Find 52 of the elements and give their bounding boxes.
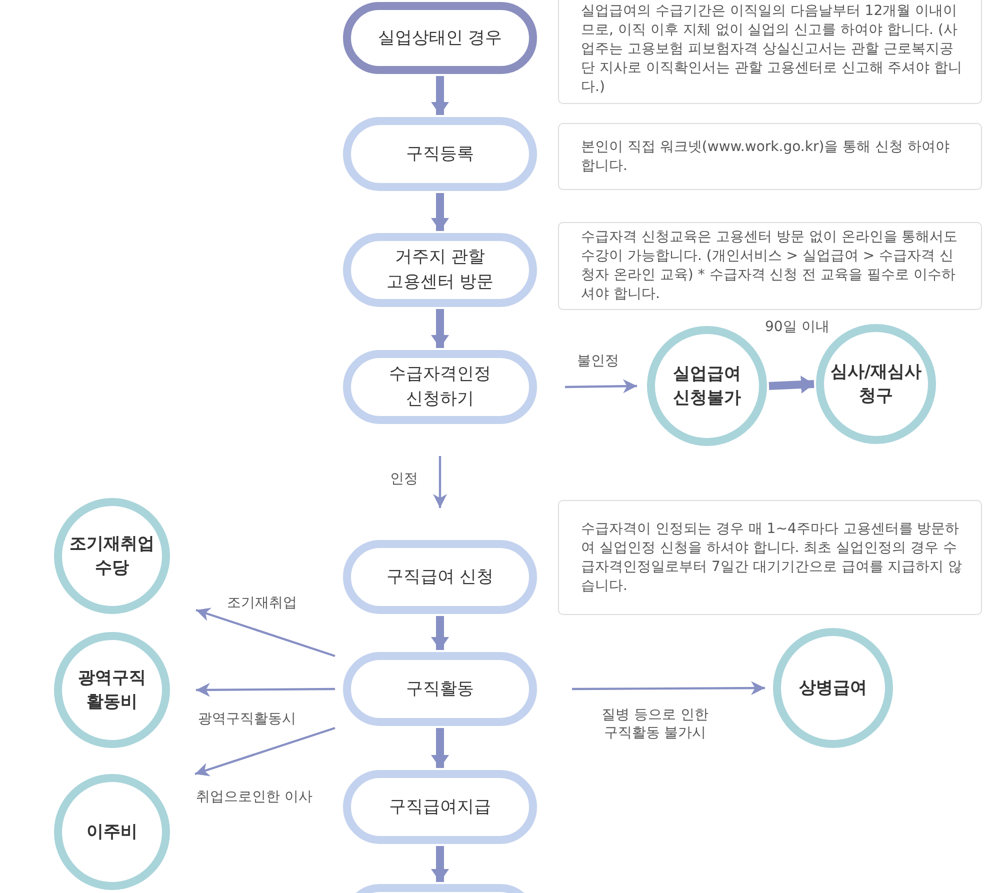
arrow — [196, 682, 335, 697]
arrow — [564, 379, 638, 394]
node-label: 심사/재심사 청구 — [829, 361, 923, 408]
arrow — [572, 681, 765, 696]
node-label: 광역구직 활동비 — [77, 667, 147, 714]
note-box — [558, 0, 982, 104]
note-text: 수급자격 신청교육은 고용센터 방문 없이 온라인을 통해서도 수강이 가능합니다. (개인서비스 > 실업급여 > 수급자격 신청자 온라인 교육) * 수급자격 신청 전 교육을 필수로 이수하셔야 합니다. — [581, 228, 959, 304]
edge-label: 인정 — [390, 470, 418, 488]
arrow — [768, 376, 814, 394]
note-text: 실업급여의 수급기간은 이직일의 다음날부터 12개월 이내이므로, 이직 이후 지체 없이 실업의 신고를 하여야 합니다. (사업주는 고용보험 피보험자격 상실신고서는 관할 근로복지공단 지사로 이직확인서는 관할 고용센터로 신고해 주셔야 합니다.) — [581, 2, 964, 96]
outcome-circle — [54, 632, 170, 748]
node-label: 이주비 — [86, 821, 138, 844]
node-label: 실업상태인 경우 — [378, 26, 502, 50]
arrow — [431, 309, 449, 348]
node-label: 거주지 관할 고용센터 방문 — [385, 246, 495, 294]
edge-label: 불인정 — [577, 352, 619, 370]
process-pill — [343, 2, 537, 74]
process-pill — [343, 652, 537, 726]
arrow — [194, 726, 336, 776]
node-label: 실업급여 신청불가 — [672, 363, 742, 410]
process-pill — [343, 233, 537, 307]
note-box — [558, 500, 982, 615]
arrow — [431, 616, 449, 650]
node-label: 상병급여 — [799, 677, 867, 700]
outcome-circle — [54, 774, 170, 890]
process-pill — [343, 540, 537, 614]
arrow — [431, 76, 449, 115]
outcome-circle — [773, 628, 893, 748]
note-text: 본인이 직접 워크넷(www.work.go.kr)을 통해 신청 하여야 합니다. — [581, 138, 951, 176]
edge-label: 90일 이내 — [765, 318, 830, 336]
arrow — [433, 456, 447, 508]
outcome-circle — [647, 326, 767, 446]
note-box — [558, 222, 982, 310]
arrow — [431, 728, 449, 768]
arrow — [431, 846, 449, 882]
node-label: 수급자격인정 신청하기 — [388, 363, 492, 411]
node-label: 구직활동 — [406, 678, 474, 700]
node-label: 구직등록 — [406, 142, 474, 166]
process-pill — [343, 770, 537, 844]
node-label: 구직급여 신청 — [386, 566, 494, 588]
edge-label: 광역구직활동시 — [198, 710, 296, 728]
edge-label: 취업으로인한 이사 — [196, 788, 312, 806]
edge-label: 조기재취업 — [227, 594, 297, 612]
note-box — [558, 123, 982, 190]
process-pill — [343, 350, 537, 424]
node-label: 조기재취업 수당 — [68, 533, 156, 580]
arrow — [431, 193, 449, 231]
note-text: 수급자격이 인정되는 경우 매 1~4주마다 고용센터를 방문하여 실업인정 신청을 하셔야 합니다. 최초 실업인정의 경우 수급자격인정일로부터 7일간 대기기간으로 급여를 지급하지 않습니다. — [581, 520, 964, 596]
node-label: 구직급여지급 — [389, 796, 491, 818]
process-pill — [343, 117, 537, 191]
arrow — [196, 608, 336, 658]
outcome-circle — [54, 498, 170, 614]
